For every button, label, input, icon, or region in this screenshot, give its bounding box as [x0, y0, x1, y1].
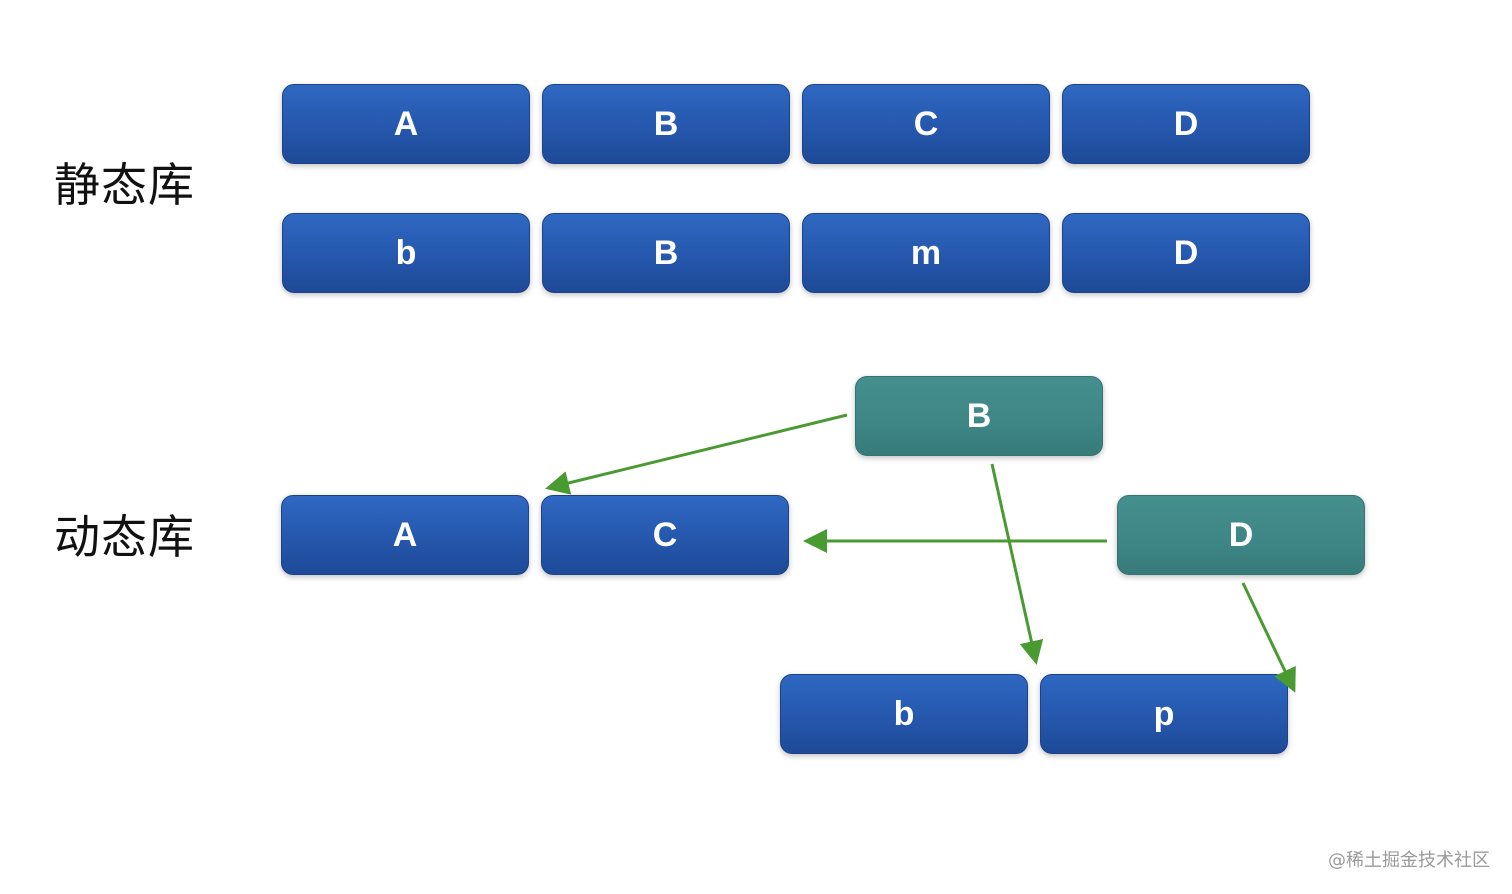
static-library-label: 静态库	[54, 158, 195, 212]
static-row2-box-b-lower: b	[282, 213, 530, 293]
static-row1-box-b: B	[542, 84, 790, 164]
dynamic-box-b-lower: b	[780, 674, 1028, 754]
static-row1-box-c: C	[802, 84, 1050, 164]
dynamic-box-p: p	[1040, 674, 1288, 754]
static-row2-box-m: m	[802, 213, 1050, 293]
static-row1-box-a: A	[282, 84, 530, 164]
static-row2-box-d: D	[1062, 213, 1310, 293]
arrow-b-to-b-lower	[990, 463, 1044, 665]
dynamic-box-c: C	[541, 495, 789, 575]
static-row2-box-b: B	[542, 213, 790, 293]
dynamic-library-label: 动态库	[54, 510, 195, 564]
dynamic-box-d-teal: D	[1117, 495, 1365, 575]
arrow-b-to-a	[545, 413, 848, 495]
watermark: @稀土掘金技术社区	[1328, 850, 1490, 871]
dynamic-box-a: A	[281, 495, 529, 575]
dynamic-box-b-teal: B	[855, 376, 1103, 456]
static-row1-box-d: D	[1062, 84, 1310, 164]
